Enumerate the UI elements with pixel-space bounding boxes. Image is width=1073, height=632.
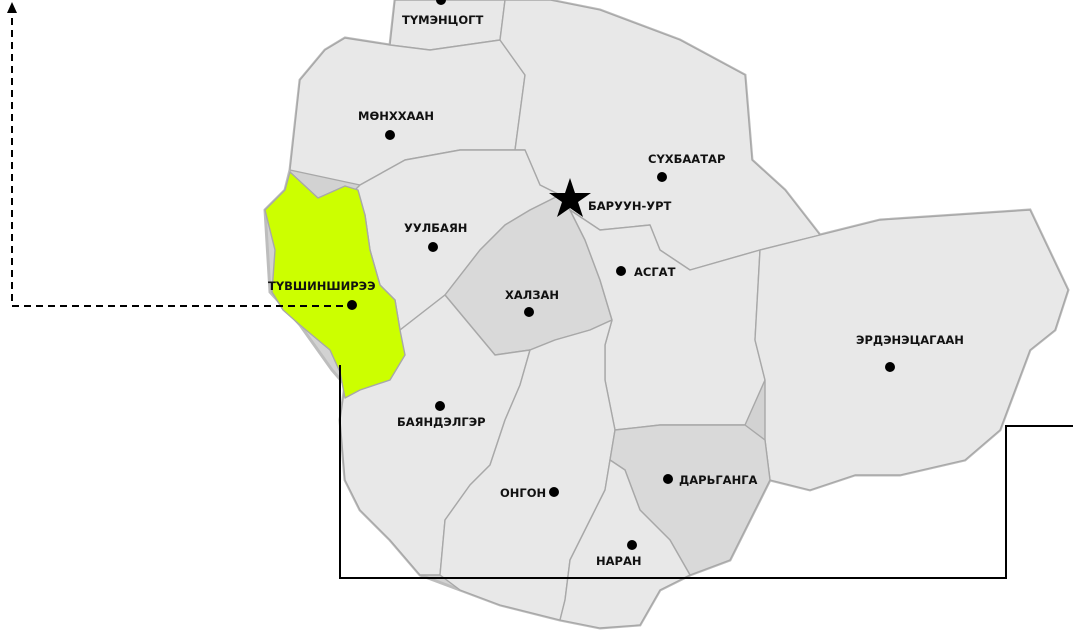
district-tuvshinshiree[interactable]	[264, 171, 406, 399]
dot-dariganga	[663, 474, 673, 484]
label-tumentsogt: ТҮМЭНЦОГТ	[402, 13, 483, 27]
label-asgat: АСГАТ	[634, 265, 676, 279]
dot-munkhkhaan	[385, 130, 395, 140]
label-erdenetsagaan: ЭРДЭНЭЦАГААН	[856, 333, 964, 347]
dot-sukhbaatar	[657, 172, 667, 182]
dot-tumentsogt	[436, 0, 446, 5]
dot-erdenetsagaan	[885, 362, 895, 372]
arrow-up-icon	[7, 2, 17, 13]
dot-ongon	[549, 487, 559, 497]
dot-bayandelger	[435, 401, 445, 411]
star-icon	[549, 178, 591, 217]
label-bayandelger: БАЯНДЭЛГЭР	[397, 415, 486, 429]
district-erdenetsagaan[interactable]	[754, 209, 1069, 491]
label-munkhkhaan: МӨНХХААН	[358, 109, 434, 123]
dot-naran	[627, 540, 637, 550]
label-ongon: ОНГОН	[500, 486, 546, 500]
label-uulbayan: УУЛБАЯН	[404, 221, 467, 235]
dot-khalzan	[524, 307, 534, 317]
dashed-pointer-line	[11, 14, 355, 307]
dot-asgat	[616, 266, 626, 276]
inset-frame-line	[339, 365, 1073, 579]
dot-uulbayan	[428, 242, 438, 252]
label-khalzan: ХАЛЗАН	[505, 288, 559, 302]
label-sukhbaatar: СҮХБААТАР	[648, 152, 725, 166]
dot-tuvshinshiree	[347, 300, 357, 310]
label-tuvshinshiree: ТҮВШИНШИРЭЭ	[268, 279, 376, 293]
district-naran[interactable]	[559, 459, 691, 629]
label-capital: БАРУУН-УРТ	[588, 199, 672, 213]
label-naran: НАРАН	[596, 554, 641, 568]
label-dariganga: ДАРЬГАНГА	[679, 473, 758, 487]
